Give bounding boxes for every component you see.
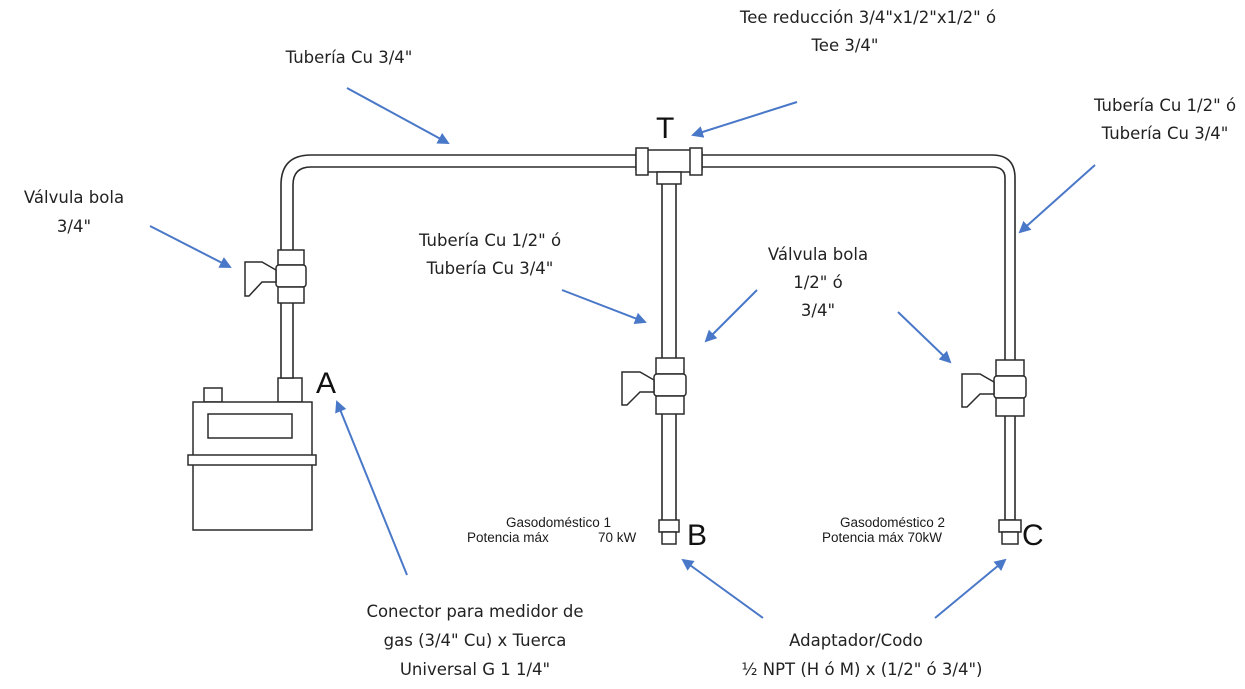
mid-pipe-label-line1: Tubería Cu 1/2" ó	[418, 231, 561, 250]
valve-b	[621, 357, 687, 415]
mid-pipe-label-line2: Tubería Cu 3/4"	[426, 259, 554, 278]
adapter-label-line2: ½ NPT (H ó M) x (1/2" ó 3/4")	[742, 660, 983, 679]
valve-bc-label-line3: 3/4"	[801, 301, 835, 320]
adapter-c	[998, 519, 1022, 545]
appliance-2-name: Gasodoméstico 2	[840, 515, 945, 530]
right-pipe-label-line2: Tubería Cu 3/4"	[1101, 124, 1229, 143]
meter-connector-label-line3: Universal G 1 1/4"	[400, 660, 550, 679]
tee-label-line2: Tee 3/4"	[811, 36, 879, 55]
valve-a-label-line2: 3/4"	[57, 217, 91, 236]
tee-fitting	[635, 147, 703, 185]
valve-a-label-line1: Válvula bola	[24, 188, 124, 207]
arrow-valve-b	[704, 289, 758, 343]
valve-a	[244, 249, 307, 304]
gas-meter	[187, 377, 317, 531]
point-c-label: C	[1022, 519, 1044, 552]
appliance-1-name: Gasodoméstico 1	[506, 515, 611, 530]
meter-connector-label-line2: gas (3/4" Cu) x Tuerca	[384, 631, 567, 650]
adapter-b	[658, 519, 680, 545]
arrow-tee	[691, 101, 798, 138]
valve-bc-label-line1: Válvula bola	[768, 245, 868, 264]
point-a-label: A	[316, 367, 336, 400]
arrow-valve-c	[897, 311, 952, 364]
arrow-valve-a	[149, 225, 232, 268]
main-pipe-label: Tubería Cu 3/4"	[285, 48, 413, 67]
arrow-main-pipe	[346, 87, 450, 144]
callout-arrows	[149, 87, 1096, 619]
appliance-2-power: Potencia máx 70kW	[822, 530, 942, 545]
point-t-label: T	[656, 112, 674, 145]
adapter-label-line1: Adaptador/Codo	[789, 631, 923, 650]
main-copper-pipe	[280, 154, 1016, 521]
right-pipe-label-line1: Tubería Cu 1/2" ó	[1093, 96, 1236, 115]
arrow-adapter-c	[934, 558, 1007, 619]
arrow-right-pipe	[1018, 164, 1096, 234]
tee-label-line1: Tee reducción 3/4"x1/2"x1/2" ó	[739, 8, 996, 27]
valve-bc-label-line2: 1/2" ó	[793, 273, 842, 292]
meter-connector-label-line1: Conector para medidor de	[366, 602, 583, 621]
branch-pipe-b	[661, 177, 677, 523]
valve-c	[961, 359, 1027, 417]
arrow-mid-pipe	[561, 289, 647, 325]
arrow-adapter-b	[681, 558, 764, 619]
point-b-label: B	[687, 519, 707, 552]
appliance-1-power-label: Potencia máx	[467, 530, 549, 545]
appliance-1-power-value: 70 kW	[598, 530, 637, 545]
arrow-meter-connector	[335, 400, 408, 576]
